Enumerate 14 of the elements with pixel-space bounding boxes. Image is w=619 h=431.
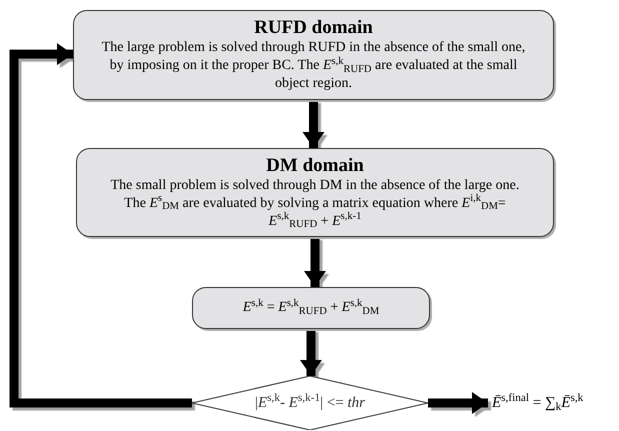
box-description: The large problem is solved through RUFD in the absence of the small one, by imposing on it the proper BC. The E$^{s,k}$$_{RUFD}$ are evaluated at the small object region. — [100, 39, 526, 93]
arrow — [302, 100, 324, 148]
result-formula: Ē$^{s,final}$ = ∑$_{k}$Ē$^{s,k}$ — [492, 392, 584, 414]
box-description: The small problem is solved through DM in the absence of the large one. The E$^{s}$$_{DM}$ are evaluated by solving a matrix equation where E$^{i,k}$$_{DM}$= E$^{s,k}$$_{RUFD}$ + E$^{s,k-1}$ — [110, 176, 520, 230]
process-box — [76, 148, 554, 237]
process-box — [192, 287, 430, 329]
arrow — [10, 43, 192, 408]
box-heading: DM domain — [266, 154, 364, 176]
condition-formula: |E$^{s,k}$- E$^{s,k-1}$| <= thr — [254, 392, 366, 413]
arrow — [304, 237, 326, 287]
box-heading: RUFD domain — [254, 17, 373, 39]
arrow — [428, 392, 488, 414]
arrow — [300, 329, 322, 376]
process-box — [73, 10, 554, 100]
